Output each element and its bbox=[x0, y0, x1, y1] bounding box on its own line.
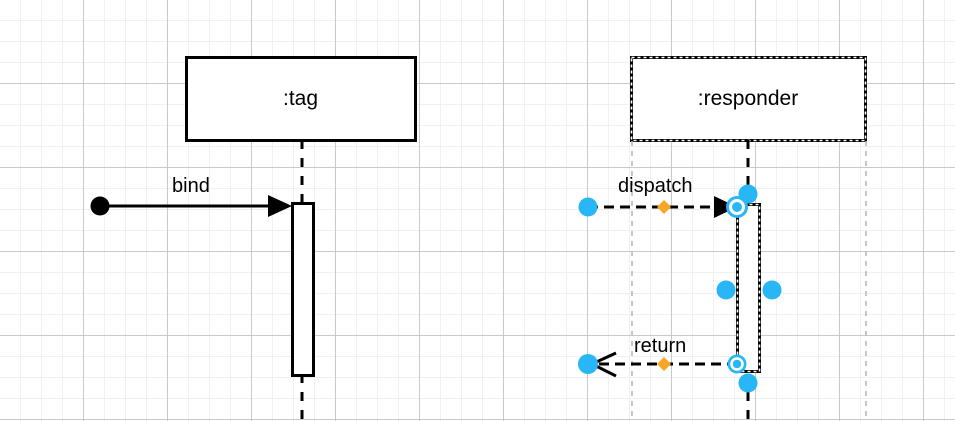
return-target-handle[interactable] bbox=[578, 354, 598, 374]
message-return-label: return bbox=[634, 335, 687, 357]
lifeline-responder-activation-bar[interactable] bbox=[736, 203, 761, 373]
activation-right-handle[interactable] bbox=[762, 280, 782, 300]
lifeline-tag-label: :tag bbox=[282, 87, 319, 110]
lifeline-tag-box[interactable] bbox=[185, 56, 417, 142]
return-midpoint-marker[interactable] bbox=[657, 357, 671, 371]
message-bind-found-marker[interactable] bbox=[90, 196, 110, 216]
lifeline-tag-activation-bar[interactable] bbox=[291, 202, 315, 377]
message-bind-label: bind bbox=[172, 175, 210, 197]
message-dispatch-arrowhead bbox=[714, 196, 737, 218]
selection-bounds bbox=[631, 141, 867, 421]
message-bind[interactable] bbox=[90, 195, 293, 217]
activation-left-handle[interactable] bbox=[716, 280, 736, 300]
lifeline-responder-activation-selection-outline bbox=[736, 203, 761, 373]
lifeline-tag[interactable] bbox=[185, 56, 417, 421]
message-dispatch-label: dispatch bbox=[618, 175, 693, 197]
activation-bottom-handle[interactable] bbox=[738, 373, 758, 393]
selection-handles[interactable] bbox=[578, 184, 782, 393]
return-source-handle[interactable] bbox=[727, 354, 747, 374]
lifeline-responder-box[interactable] bbox=[630, 56, 867, 142]
message-bind-arrowhead bbox=[268, 195, 292, 217]
message-dispatch[interactable] bbox=[588, 196, 737, 218]
dispatch-midpoint-marker[interactable] bbox=[657, 200, 671, 214]
dispatch-target-handle[interactable] bbox=[726, 196, 748, 218]
lifeline-responder-label: :responder bbox=[697, 87, 799, 110]
dispatch-source-handle[interactable] bbox=[578, 197, 598, 217]
